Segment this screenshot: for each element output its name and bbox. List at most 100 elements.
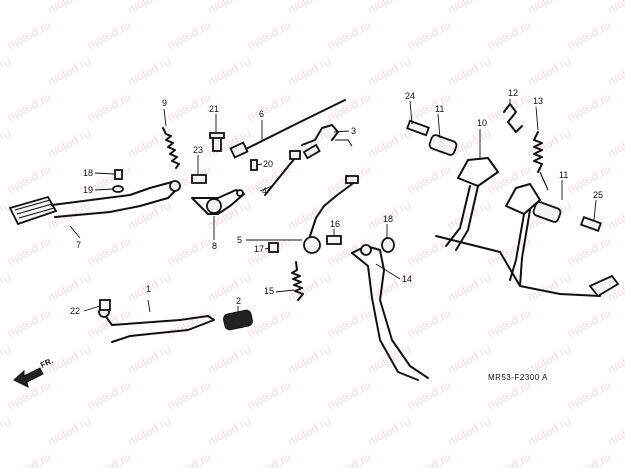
watermark-text: motod.ru <box>0 414 13 449</box>
callout-number-16: 16 <box>330 219 340 229</box>
watermark-text: motod.ru <box>165 18 213 53</box>
watermark-text: motod.ru <box>0 54 13 89</box>
watermark-text: motod.ru <box>285 54 333 89</box>
watermark-text: motod.ru <box>125 126 173 161</box>
callout-number-15: 15 <box>264 286 274 296</box>
watermark-text: motod.ru <box>485 18 533 53</box>
watermark-text: motod.ru <box>205 414 253 449</box>
bolt-19 <box>114 169 123 180</box>
callout-number-19: 19 <box>83 185 93 195</box>
callout-number-18: 18 <box>383 214 393 224</box>
switch-5 <box>303 175 359 254</box>
pin-21 <box>250 159 258 171</box>
callout-leader-line <box>275 289 295 293</box>
bolt-22 <box>209 132 225 152</box>
collar-18-center <box>381 237 395 253</box>
watermark-text: motod.ru <box>285 270 333 305</box>
watermark-text: motod.ru <box>0 0 13 17</box>
callout-leader-line <box>163 108 167 127</box>
callout-leader-line <box>535 106 539 131</box>
callout-leader-line <box>69 225 81 239</box>
watermark-text: motod.ru <box>525 414 573 449</box>
watermark-text: motod.ru <box>445 54 493 89</box>
watermark-text: motod.ru <box>525 126 573 161</box>
watermark-text: motod.ru <box>85 18 133 53</box>
callout-number-21: 21 <box>209 104 219 114</box>
callout-number-11: 11 <box>559 170 568 180</box>
watermark-text: motod.ru <box>405 18 453 53</box>
watermark-text: motod.ru <box>525 54 573 89</box>
spring-15 <box>291 261 304 301</box>
watermark-text: motod.ru <box>125 342 173 377</box>
callout-leader-line <box>83 305 101 312</box>
watermark-text: motod.ru <box>245 450 293 468</box>
watermark-text: motod.ru <box>325 450 373 468</box>
watermark-text: motod.ru <box>285 342 333 377</box>
callout-leader-line <box>94 188 114 191</box>
watermark-text: motod.ru <box>45 270 93 305</box>
watermark-text: motod.ru <box>605 54 625 89</box>
bolt-16 <box>326 235 342 245</box>
watermark-text: motod.ru <box>45 414 93 449</box>
watermark-text: motod.ru <box>165 90 213 125</box>
washer-20 <box>112 185 124 193</box>
watermark-text: motod.ru <box>325 378 373 413</box>
watermark-text: motod.ru <box>245 90 293 125</box>
pivot-arm-8 <box>191 189 245 215</box>
bolt-23 <box>99 299 111 311</box>
bolt-25-right <box>580 216 602 232</box>
watermark-text: motod.ru <box>5 450 53 468</box>
watermark-text: motod.ru <box>125 414 173 449</box>
brake-pedal <box>8 180 181 226</box>
watermark-text: motod.ru <box>0 342 13 377</box>
watermark-text: motod.ru <box>485 378 533 413</box>
watermark-text: motod.ru <box>565 18 613 53</box>
watermark-text: motod.ru <box>445 342 493 377</box>
watermark-text: motod.ru <box>85 450 133 468</box>
callout-leader-line <box>264 247 271 250</box>
stop-switch-3 <box>301 124 353 160</box>
watermark-text: motod.ru <box>565 378 613 413</box>
watermark-text: motod.ru <box>285 414 333 449</box>
collar-11-top <box>428 134 458 156</box>
bolt-24 <box>191 174 207 184</box>
watermark-text: motod.ru <box>525 270 573 305</box>
watermark-text: motod.ru <box>5 234 53 269</box>
watermark-text: motod.ru <box>445 270 493 305</box>
watermark-text: motod.ru <box>565 90 613 125</box>
watermark-text: motod.ru <box>325 306 373 341</box>
watermark-text: motod.ru <box>45 0 93 17</box>
watermark-text: motod.ru <box>405 378 453 413</box>
callout-leader-line <box>409 100 413 125</box>
watermark-text: motod.ru <box>125 54 173 89</box>
callout-leader-line <box>333 130 350 133</box>
watermark-text: motod.ru <box>45 54 93 89</box>
watermark-text: motod.ru <box>445 0 493 17</box>
callout-number-4: 4 <box>262 186 267 196</box>
callout-leader-line <box>437 113 441 139</box>
watermark-text: motod.ru <box>5 90 53 125</box>
spring-hook-12 <box>503 103 523 133</box>
watermark-text: motod.ru <box>205 0 253 17</box>
watermark-text: motod.ru <box>485 162 533 197</box>
watermark-text: motod.ru <box>365 414 413 449</box>
watermark-text: motod.ru <box>325 18 373 53</box>
bolt-25-left <box>406 119 430 137</box>
spring-9 <box>162 127 180 169</box>
callout-number-25: 25 <box>593 190 603 200</box>
side-stand-14 <box>351 244 429 381</box>
callout-number-20: 20 <box>263 159 273 169</box>
callout-number-6: 6 <box>259 109 264 119</box>
watermark-text: motod.ru <box>245 378 293 413</box>
watermark-text: motod.ru <box>205 54 253 89</box>
diagram-code: MR53-F2300 A <box>488 373 548 382</box>
watermark-text: motod.ru <box>405 162 453 197</box>
watermark-text: motod.ru <box>0 126 13 161</box>
watermark-text: motod.ru <box>205 126 253 161</box>
callout-number-12: 12 <box>508 88 518 98</box>
shift-rubber-2 <box>223 309 253 331</box>
watermark-text: motod.ru <box>605 126 625 161</box>
callout-number-3: 3 <box>351 126 356 136</box>
